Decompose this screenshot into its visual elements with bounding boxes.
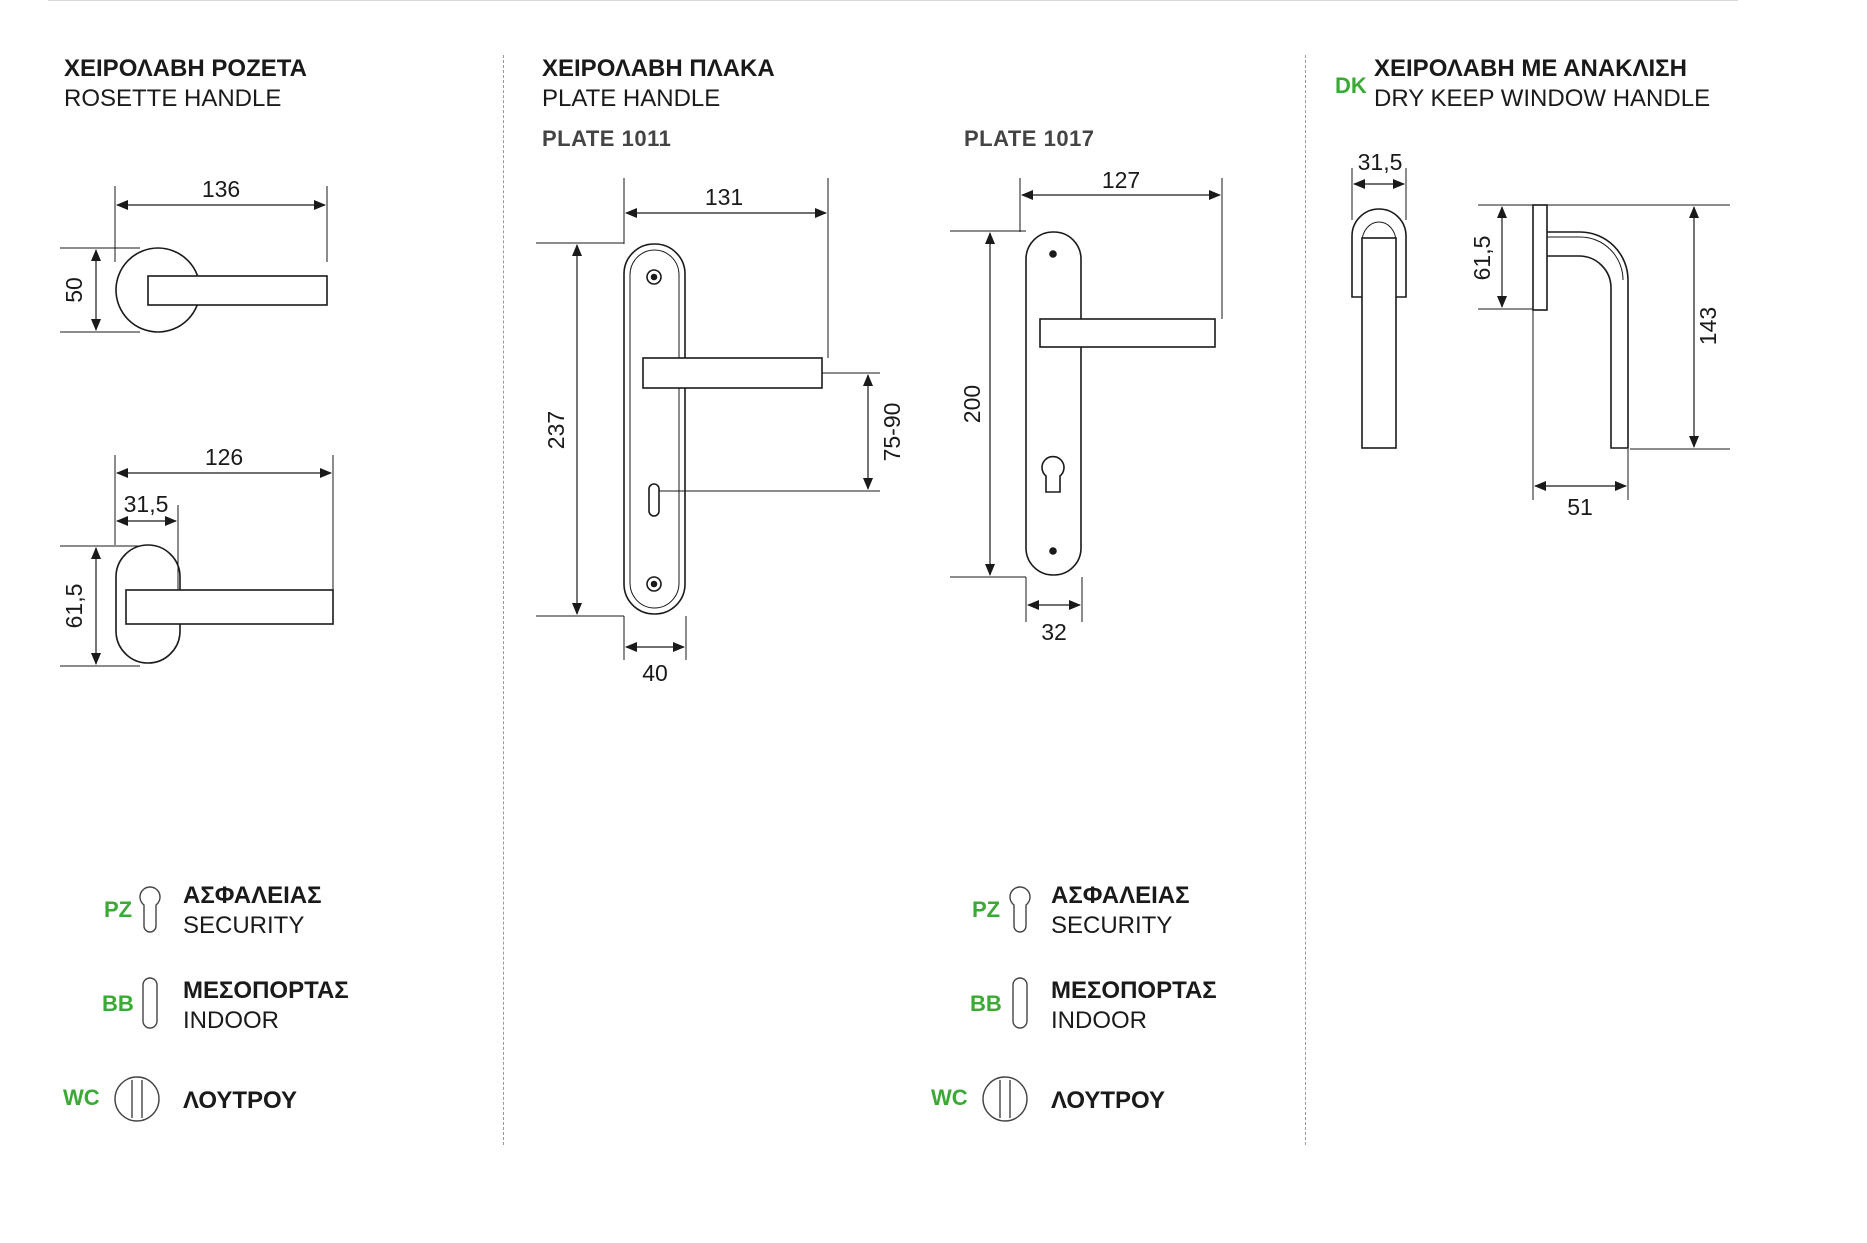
dk-code: DK: [1335, 73, 1367, 98]
legend-wc-greek: ΛΟΥΤΡΟΥ: [183, 1087, 298, 1114]
dimension-label: 50: [61, 277, 87, 303]
dimension-label: 40: [642, 660, 668, 686]
dk-handle-front-drawing: [1351, 168, 1407, 449]
dimension-label: 131: [705, 184, 743, 210]
wc-turn-icon: [982, 1076, 1028, 1122]
plate-1011-drawing: [536, 178, 880, 660]
legend-pz-code: PZ: [104, 897, 133, 922]
dimension-label: 61,5: [1469, 236, 1495, 281]
legend-bb-greek: ΜΕΣΟΠΟΡΤΑΣ: [1051, 977, 1217, 1004]
dimension-label: 51: [1567, 494, 1593, 520]
legend-bb-greek: ΜΕΣΟΠΟΡΤΑΣ: [183, 977, 349, 1004]
dimension-label: 200: [959, 385, 985, 423]
legend-bb-code: BB: [970, 991, 1002, 1016]
dimension-label: 61,5: [61, 584, 87, 629]
legend-wc-greek: ΛΟΥΤΡΟΥ: [1051, 1087, 1166, 1114]
dimension-label: 237: [543, 411, 569, 449]
profile-cylinder-keyhole-icon: [139, 886, 161, 933]
top-rule: [48, 0, 1738, 1]
legend-pz-greek: ΑΣΦΑΛΕΙΑΣ: [1051, 882, 1190, 909]
dimension-label: 126: [205, 444, 243, 470]
legend-bb-code: BB: [102, 991, 134, 1016]
legend-bb-english: INDOOR: [1051, 1007, 1147, 1034]
dk-handle-side-drawing: [1478, 204, 1730, 500]
plate-1017-drawing: [950, 178, 1223, 622]
rosette-title-english: ROSETTE HANDLE: [64, 85, 282, 112]
dimension-label: 31,5: [124, 491, 169, 517]
legend-pz-english: SECURITY: [1051, 912, 1173, 939]
legend-pz-code: PZ: [972, 897, 1001, 922]
plate-title-greek: ΧΕΙΡΟΛΑΒΗ ΠΛΑΚΑ: [542, 55, 775, 82]
legend-bb-english: INDOOR: [183, 1007, 279, 1034]
dk-title-greek: ΧΕΙΡΟΛΑΒΗ ΜΕ ΑΝΑΚΛΙΣΗ: [1374, 55, 1687, 82]
dimension-label: 143: [1695, 307, 1721, 345]
dk-title-english: DRY KEEP WINDOW HANDLE: [1374, 85, 1711, 112]
legend-wc-code: WC: [931, 1085, 968, 1110]
dimension-label: 32: [1041, 619, 1067, 645]
slot-keyhole-icon: [142, 977, 158, 1029]
rosette-oval-handle-drawing: [60, 455, 334, 667]
legend-wc-code: WC: [63, 1085, 100, 1110]
column-divider: [503, 55, 504, 1145]
wc-turn-icon: [114, 1076, 160, 1122]
legend-pz-english: SECURITY: [183, 912, 305, 939]
rosette-title-greek: ΧΕΙΡΟΛΑΒΗ ΡΟΖΕΤΑ: [64, 55, 307, 82]
column-divider: [1305, 55, 1306, 1145]
dimension-label: 127: [1102, 167, 1140, 193]
plate-1017-label: PLATE 1017: [964, 126, 1095, 151]
dimension-label: 136: [202, 176, 240, 202]
slot-keyhole-icon: [1012, 977, 1028, 1029]
dimension-label: 75-90: [879, 403, 905, 462]
rosette-round-handle-drawing: [60, 186, 328, 333]
legend-pz-greek: ΑΣΦΑΛΕΙΑΣ: [183, 882, 322, 909]
plate-title-english: PLATE HANDLE: [542, 85, 721, 112]
dimension-label: 31,5: [1358, 149, 1403, 175]
profile-cylinder-keyhole-icon: [1009, 886, 1031, 933]
plate-1011-label: PLATE 1011: [542, 126, 672, 151]
